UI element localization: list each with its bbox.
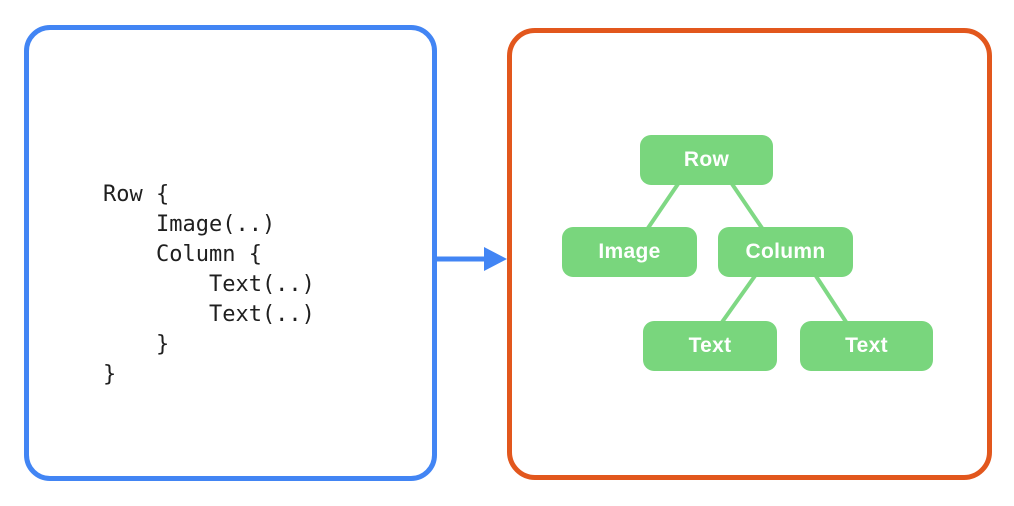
tree-node-text-1: Text: [643, 321, 777, 371]
arrow-head: [484, 247, 507, 271]
arrow-right-icon: [434, 247, 507, 271]
tree-edge-row-column: [728, 179, 766, 233]
code-panel: Row { Image(..) Column { Text(..) Text(.…: [24, 25, 437, 481]
tree-edges: [644, 179, 850, 327]
tree-node-image: Image: [562, 227, 697, 277]
tree-edge-row-image: [644, 179, 682, 233]
tree-node-row: Row: [640, 135, 773, 185]
tree-panel: Row Image Column Text Text: [507, 28, 992, 480]
tree-edge-column-text1: [718, 271, 759, 327]
tree-node-column: Column: [718, 227, 853, 277]
tree-node-text-2: Text: [800, 321, 933, 371]
tree-edge-column-text2: [812, 271, 850, 327]
compose-code-snippet: Row { Image(..) Column { Text(..) Text(.…: [103, 182, 315, 387]
